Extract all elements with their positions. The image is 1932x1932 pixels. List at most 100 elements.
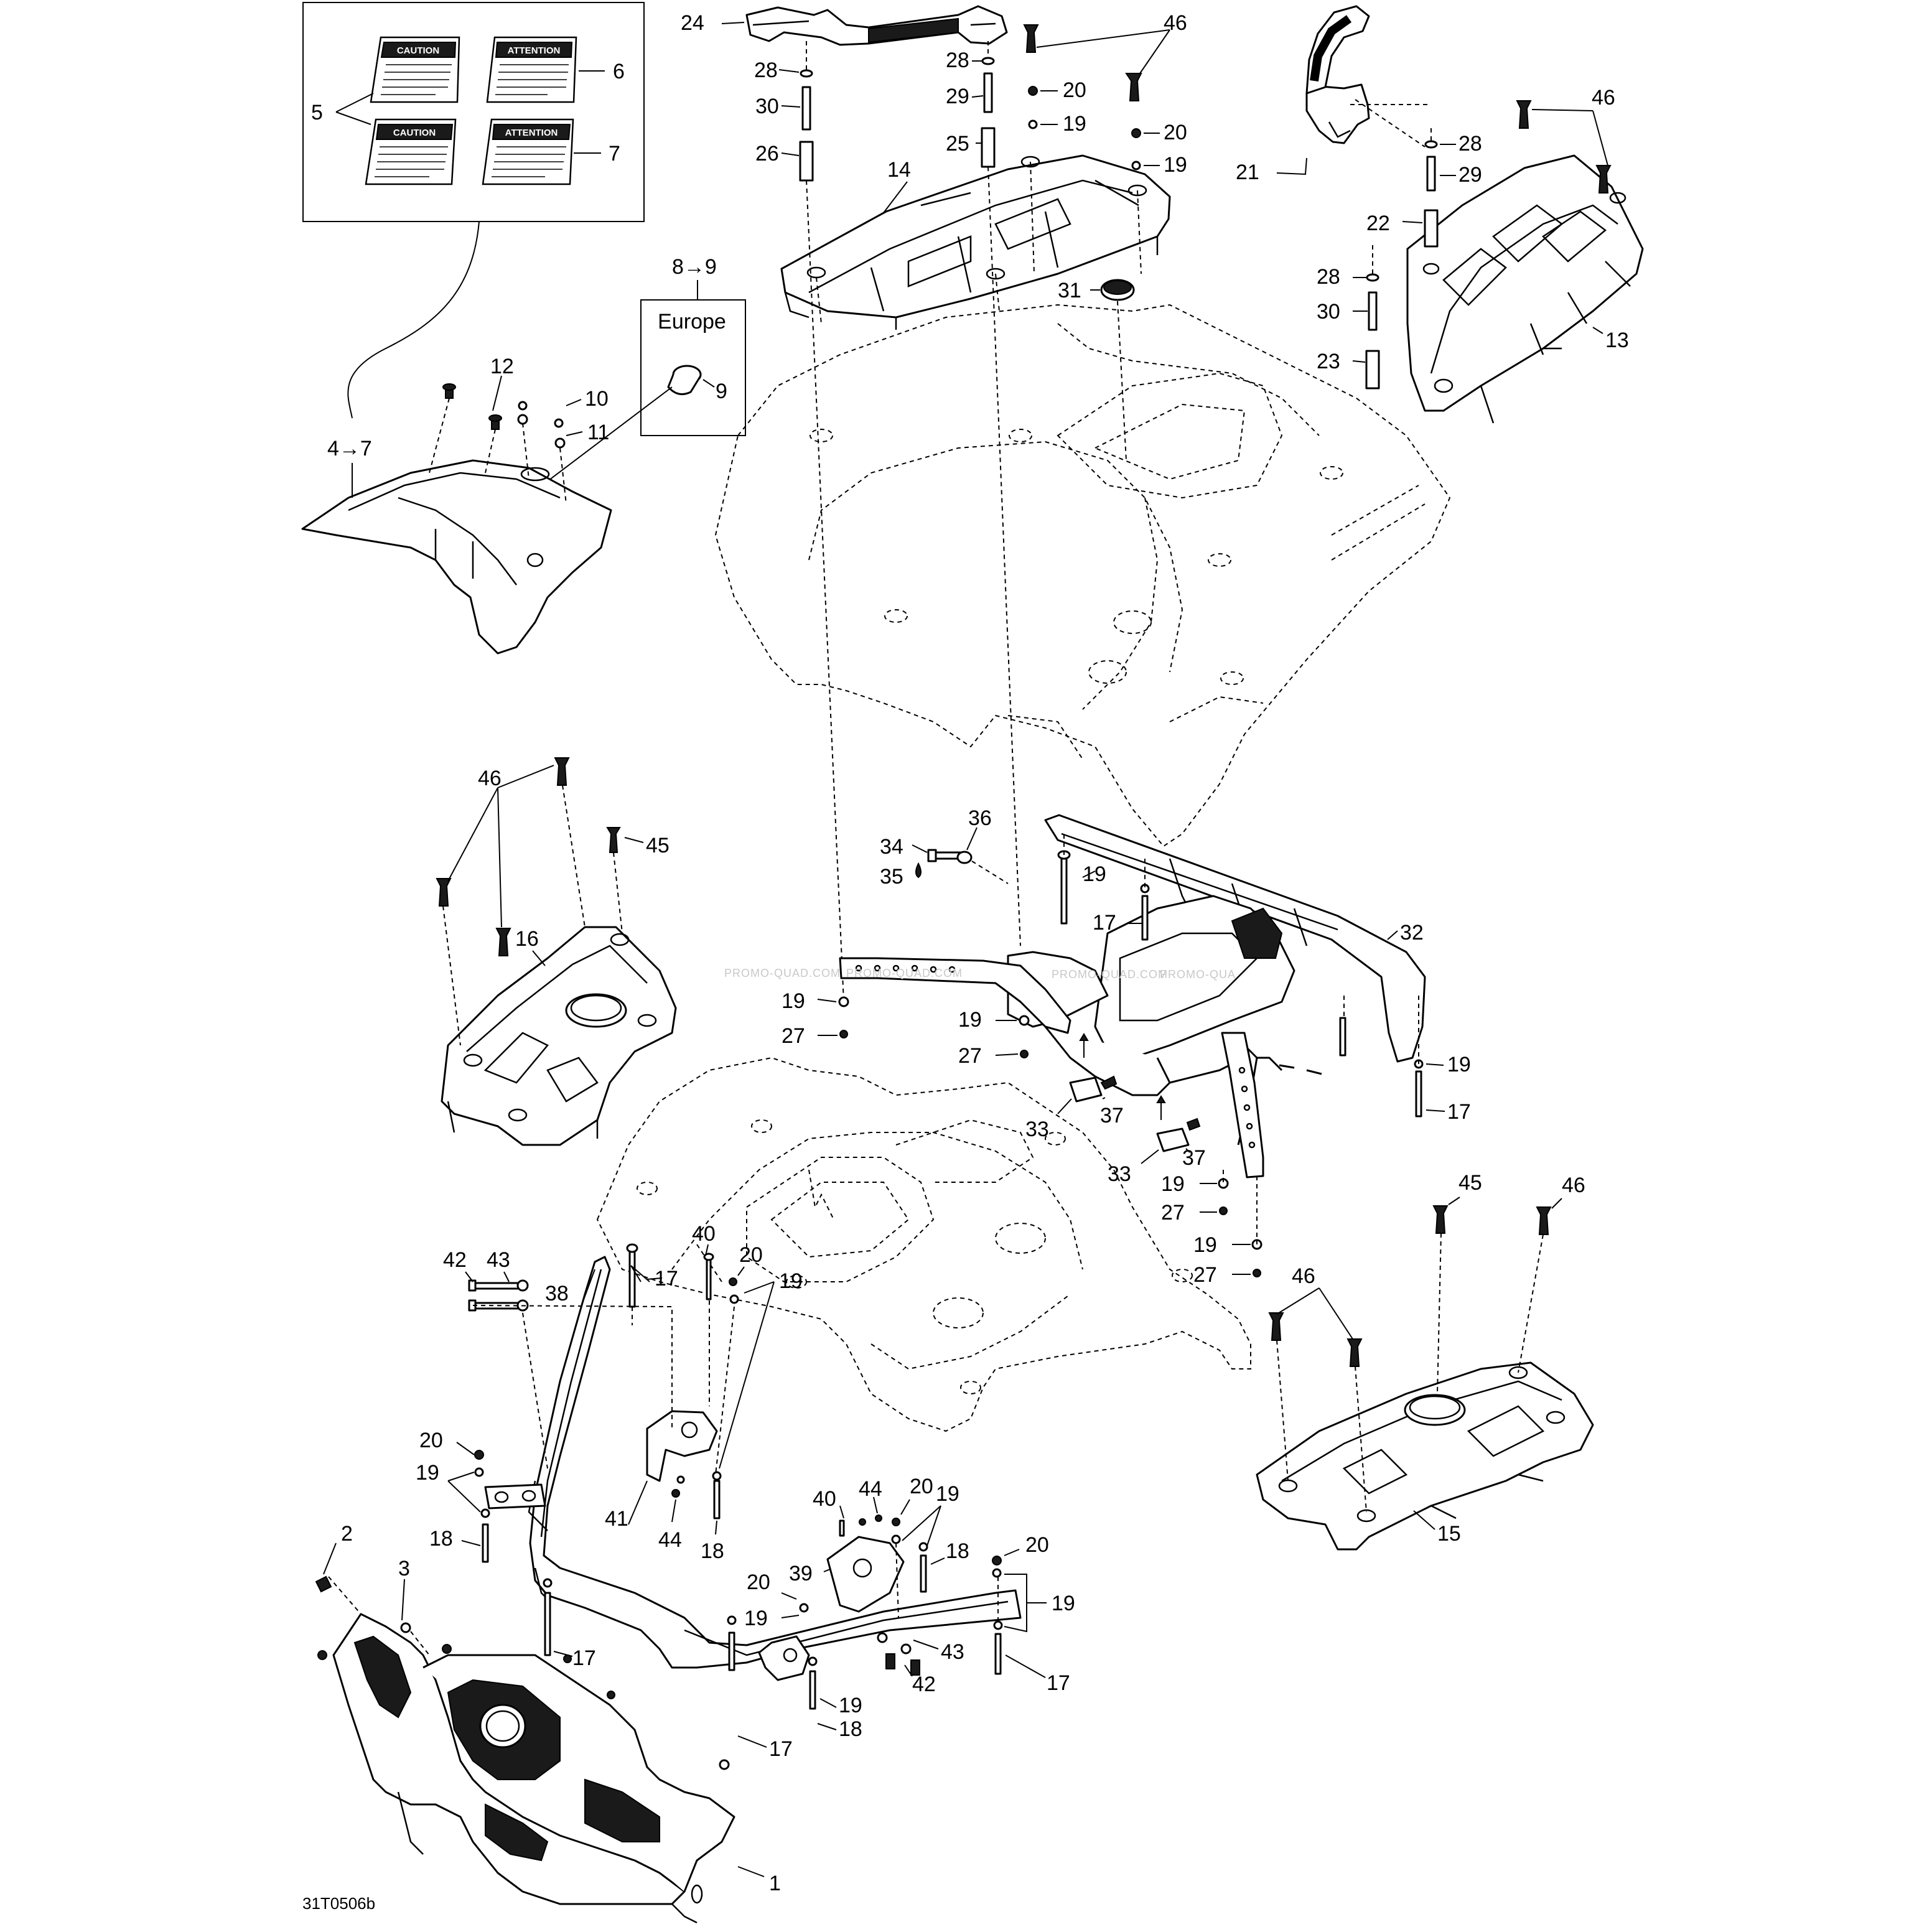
caution-decal-1[interactable]: CAUTION bbox=[370, 36, 460, 103]
part-31-cap[interactable] bbox=[1100, 279, 1135, 301]
callout-19b: 19 bbox=[1164, 153, 1187, 177]
callout-38: 38 bbox=[545, 1282, 569, 1305]
callout-44a: 44 bbox=[658, 1528, 682, 1552]
fascia-fasteners[interactable] bbox=[315, 1575, 730, 1770]
inset-connector-line bbox=[347, 221, 480, 419]
part-14-rear-rack[interactable] bbox=[780, 154, 1171, 330]
part-24-rear-handle[interactable] bbox=[745, 5, 1008, 46]
callout-20e: 20 bbox=[910, 1475, 933, 1498]
callout-36: 36 bbox=[968, 806, 992, 830]
callout-46c: 46 bbox=[478, 767, 502, 790]
callout-27b: 27 bbox=[958, 1044, 982, 1068]
attention-decal-2-text: ATTENTION bbox=[505, 128, 558, 138]
callout-21: 21 bbox=[1236, 161, 1259, 184]
callout-26: 26 bbox=[755, 142, 779, 166]
callout-7: 7 bbox=[609, 142, 620, 166]
fasteners-25-30[interactable] bbox=[799, 57, 996, 182]
callout-27d: 27 bbox=[1193, 1263, 1217, 1287]
callout-19l: 19 bbox=[1052, 1592, 1075, 1615]
callout-19j: 19 bbox=[779, 1269, 803, 1293]
rear-fender-body bbox=[714, 304, 1451, 847]
callout-10: 10 bbox=[585, 387, 609, 411]
part-38-front-frame[interactable] bbox=[528, 1256, 1022, 1681]
rack-16-fasteners[interactable] bbox=[436, 757, 621, 956]
watermark-3: PROMO-QUAD.COM bbox=[1052, 968, 1168, 981]
fasteners-10-11-12[interactable] bbox=[429, 383, 567, 505]
callout-23: 23 bbox=[1317, 350, 1340, 373]
callout-19k: 19 bbox=[936, 1482, 959, 1506]
callout-9: 9 bbox=[716, 380, 727, 403]
bolt-34-washer-36[interactable] bbox=[915, 849, 973, 879]
bar-right-slotted-tube[interactable] bbox=[1221, 1032, 1264, 1178]
clamps-33-bolts-37[interactable] bbox=[1069, 1075, 1201, 1152]
front-fender-body bbox=[596, 1057, 1251, 1432]
decal-inset: CAUTION ATTENTION CAUTION ATTENTION 5 6 bbox=[302, 2, 645, 222]
callout-19f: 19 bbox=[1447, 1053, 1471, 1076]
callout-17b: 17 bbox=[1447, 1100, 1471, 1124]
callout-37b: 37 bbox=[1182, 1146, 1206, 1170]
front-frame-fasteners[interactable] bbox=[468, 1243, 1003, 1710]
part-21-handle[interactable] bbox=[1305, 5, 1370, 144]
callout-17e: 17 bbox=[769, 1737, 793, 1761]
part-15-rear-storage-cover[interactable] bbox=[1256, 1361, 1594, 1551]
callout-20c: 20 bbox=[419, 1429, 443, 1452]
attention-decal-1-text: ATTENTION bbox=[508, 45, 561, 56]
callout-43a: 43 bbox=[487, 1248, 510, 1272]
callout-35: 35 bbox=[880, 865, 903, 889]
callout-29a: 29 bbox=[946, 85, 969, 108]
caution-decal-2[interactable]: CAUTION bbox=[365, 118, 457, 185]
callout-20d: 20 bbox=[739, 1243, 763, 1267]
callout-17a: 17 bbox=[1093, 911, 1116, 935]
callout-17f: 17 bbox=[572, 1646, 596, 1670]
callout-19d: 19 bbox=[782, 989, 805, 1013]
callout-43b: 43 bbox=[941, 1640, 964, 1664]
europe-range-label: 8→9 bbox=[672, 255, 717, 279]
callout-17d: 17 bbox=[1047, 1671, 1070, 1695]
callout-24: 24 bbox=[681, 11, 704, 35]
callout-20f: 20 bbox=[1025, 1533, 1049, 1557]
part-1-front-fascia[interactable] bbox=[332, 1613, 735, 1924]
rack-14-fasteners[interactable] bbox=[1023, 24, 1142, 170]
inset-range-label: 4→7 bbox=[327, 437, 372, 460]
callout-30a: 30 bbox=[755, 95, 779, 118]
part-9-socket[interactable] bbox=[667, 365, 702, 396]
callout-31: 31 bbox=[1058, 279, 1081, 302]
rack-13-fasteners[interactable] bbox=[1365, 100, 1612, 390]
europe-variant-box: 8→9 Europe 9 bbox=[533, 255, 746, 492]
callout-15: 15 bbox=[1437, 1522, 1461, 1546]
part-front-console-cover[interactable] bbox=[301, 459, 612, 655]
callout-19m: 19 bbox=[744, 1607, 768, 1630]
callout-3: 3 bbox=[398, 1557, 410, 1580]
callout-45b: 45 bbox=[1458, 1171, 1482, 1195]
callout-2: 2 bbox=[341, 1522, 353, 1546]
callout-13: 13 bbox=[1605, 329, 1629, 352]
callout-19n: 19 bbox=[839, 1694, 862, 1717]
callout-18a: 18 bbox=[429, 1527, 453, 1551]
part-39-bracket[interactable] bbox=[826, 1536, 905, 1613]
europe-label: Europe bbox=[658, 310, 726, 334]
bar-left-slotted-tube[interactable] bbox=[839, 957, 1071, 1034]
callout-40b: 40 bbox=[813, 1487, 836, 1511]
callout-28b: 28 bbox=[946, 49, 969, 72]
callout-28d: 28 bbox=[1317, 265, 1340, 289]
attention-decal-2[interactable]: ATTENTION bbox=[482, 118, 574, 185]
part-16-front-storage-cover[interactable] bbox=[441, 926, 677, 1146]
caution-decal-2-text: CAUTION bbox=[393, 128, 436, 138]
front-mount-plate[interactable] bbox=[484, 1483, 546, 1510]
callout-11: 11 bbox=[587, 421, 609, 444]
callout-19h: 19 bbox=[1193, 1233, 1217, 1257]
part-41-bracket[interactable] bbox=[646, 1410, 718, 1482]
callout-41: 41 bbox=[605, 1507, 628, 1531]
watermark-1: PROMO-QUAD.COM bbox=[724, 967, 841, 979]
callout-30b: 30 bbox=[1317, 300, 1340, 324]
callout-46d: 46 bbox=[1562, 1174, 1585, 1197]
attention-decal-1[interactable]: ATTENTION bbox=[486, 36, 577, 103]
callout-42b: 42 bbox=[912, 1673, 936, 1696]
callout-6: 6 bbox=[613, 60, 625, 83]
part-13-front-rack[interactable] bbox=[1406, 154, 1644, 424]
callout-19i: 19 bbox=[416, 1461, 439, 1485]
rack-15-fasteners[interactable] bbox=[1268, 1205, 1552, 1367]
callout-27a: 27 bbox=[782, 1024, 805, 1048]
callout-14: 14 bbox=[887, 158, 911, 182]
caution-decal-1-text: CAUTION bbox=[397, 45, 439, 56]
